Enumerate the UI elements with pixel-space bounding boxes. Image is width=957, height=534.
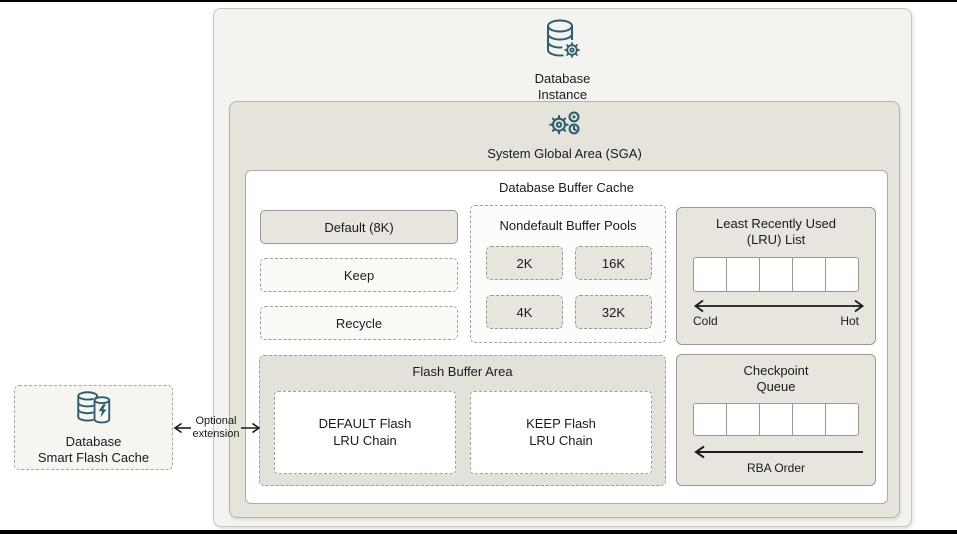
flash-buffer-area-box: Flash Buffer Area DEFAULT Flash LRU Chai…	[259, 355, 666, 486]
cold-label: Cold	[693, 313, 718, 328]
size-cell-2k: 2K	[486, 246, 563, 280]
checkpoint-cell	[792, 403, 825, 435]
left-arrow-icon	[694, 445, 863, 458]
checkpoint-cell	[726, 403, 759, 435]
lru-cell	[792, 257, 825, 291]
lru-cell	[825, 257, 858, 291]
pool-keep-box: Keep	[260, 258, 458, 292]
hot-label: Hot	[840, 313, 859, 328]
lru-cell	[759, 257, 792, 291]
database-instance-label: Database Instance	[534, 71, 591, 103]
nondefault-buffer-pools-title: Nondefault Buffer Pools	[499, 218, 637, 233]
sga-header: System Global Area (SGA)	[230, 102, 899, 162]
top-edge-line	[0, 0, 957, 2]
pool-default-label: Default (8K)	[324, 219, 394, 235]
buffer-cache-title: Database Buffer Cache	[499, 180, 634, 195]
gears-icon	[547, 109, 583, 143]
flash-buffer-area-title: Flash Buffer Area	[412, 364, 513, 379]
checkpoint-queue-box: Checkpoint Queue	[676, 354, 876, 486]
lru-cell	[694, 258, 726, 291]
checkpoint-buffer-cells	[693, 402, 859, 436]
lru-list-title: Least Recently Used (LRU) List	[716, 216, 836, 248]
bottom-edge-line	[0, 530, 957, 534]
rba-order-label: RBA Order	[746, 460, 806, 475]
checkpoint-cell	[694, 404, 726, 435]
checkpoint-cell	[825, 403, 858, 435]
lru-list-box: Least Recently Used (LRU) List	[676, 207, 876, 345]
lru-cell	[726, 257, 759, 291]
double-arrow-icon	[693, 299, 865, 312]
nondefault-buffer-pools-box: Nondefault Buffer Pools 2K 16K 4K 32K	[470, 205, 666, 343]
smart-flash-cache-box: Database Smart Flash Cache	[14, 385, 173, 470]
pool-default-box: Default (8K)	[260, 210, 458, 244]
checkpoint-queue-title: Checkpoint Queue	[743, 363, 809, 395]
size-cell-16k: 16K	[575, 246, 652, 280]
database-instance-header: Database Instance	[214, 9, 911, 104]
size-cell-32k: 32K	[575, 295, 652, 329]
lru-buffer-cells	[693, 256, 859, 292]
pool-recycle-label: Recycle	[335, 315, 383, 331]
database-gear-icon	[542, 17, 584, 68]
size-cell-4k: 4K	[486, 295, 563, 329]
sga-container: System Global Area (SGA) Database Buffer…	[229, 101, 900, 518]
left-arrow-icon	[174, 422, 192, 434]
database-instance-container: Database Instance	[213, 8, 912, 527]
default-flash-lru-chain-box: DEFAULT Flash LRU Chain	[274, 391, 456, 474]
flash-database-icon	[73, 389, 115, 432]
keep-flash-lru-chain-box: KEEP Flash LRU Chain	[470, 391, 652, 474]
sga-title: System Global Area (SGA)	[487, 146, 642, 161]
checkpoint-cell	[759, 403, 792, 435]
optional-extension-connector: Optional extension	[172, 413, 262, 443]
smart-flash-cache-label: Database Smart Flash Cache	[37, 433, 150, 465]
pool-keep-label: Keep	[343, 267, 375, 283]
pool-recycle-box: Recycle	[260, 306, 458, 340]
optional-extension-label: Optional extension	[192, 415, 240, 440]
buffer-cache-panel: Database Buffer Cache Default (8K) Keep …	[245, 170, 888, 504]
lru-end-labels: Cold Hot	[693, 314, 859, 328]
right-arrow-icon	[240, 422, 260, 434]
